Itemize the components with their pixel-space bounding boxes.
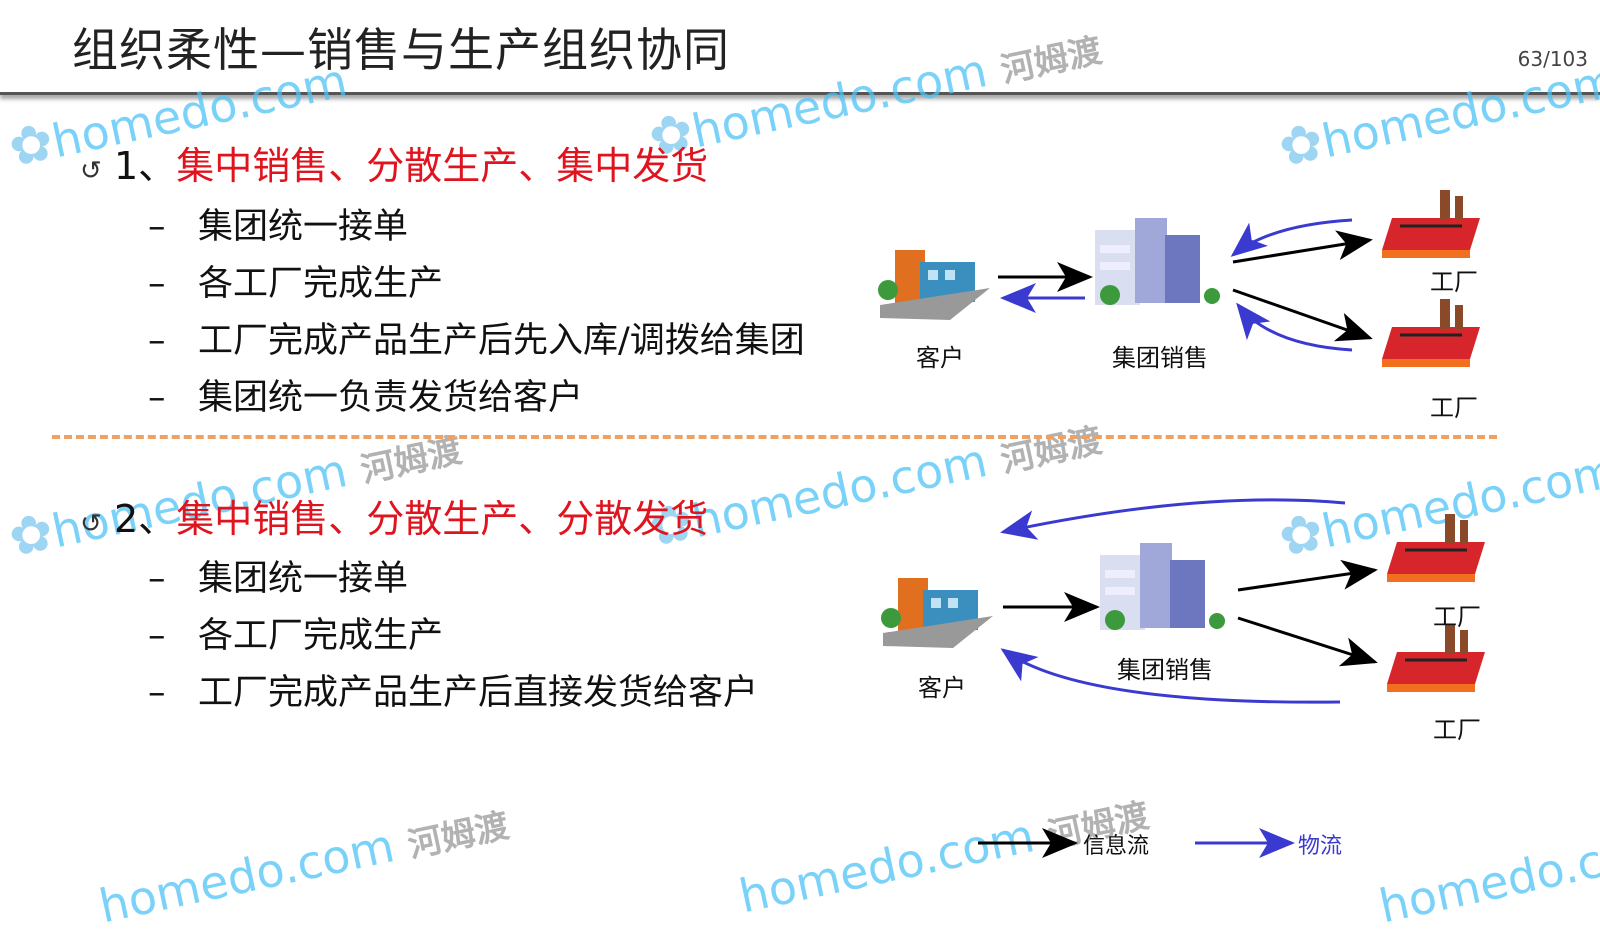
factory-icon — [1382, 299, 1480, 367]
page-number: 63/103 — [1517, 47, 1588, 71]
group-sales-building-icon — [1100, 543, 1225, 630]
section-1-item: –集团统一负责发货给客户 — [148, 378, 584, 418]
section-1-item: –工厂完成产品生产后先入库/调拨给集团 — [148, 321, 805, 361]
group-sales-label: 集团销售 — [1112, 344, 1208, 372]
factory-label: 工厂 — [1430, 394, 1478, 422]
slide-header: 组织柔性—销售与生产组织协同 63/103 — [0, 0, 1600, 95]
customer-building-icon — [881, 578, 993, 648]
customer-label: 客户 — [916, 344, 964, 372]
group-sales-label: 集团销售 — [1117, 656, 1213, 684]
section-1-item: –各工厂完成生产 — [148, 264, 444, 304]
factory-label: 工厂 — [1433, 716, 1481, 744]
group-sales-building-icon — [1095, 218, 1220, 305]
slide-title: 组织柔性—销售与生产组织协同 — [72, 23, 730, 77]
legend-info-flow: 信息流 — [1083, 834, 1150, 859]
section-1-heading: ↺1、集中销售、分散生产、集中发货 — [80, 144, 709, 188]
watermark: ✿homedo.com 河姆渡 — [643, 420, 1106, 560]
customer-building-icon — [878, 250, 990, 320]
bullet-swirl-icon: ↺ — [80, 156, 102, 186]
factory-icon — [1387, 624, 1485, 692]
customer-label: 客户 — [918, 674, 966, 702]
watermark: homedo.com 河姆渡 — [94, 805, 513, 933]
factory-label: 工厂 — [1433, 603, 1481, 631]
factory-icon — [1382, 190, 1480, 258]
section-2-item: –集团统一接单 — [148, 559, 409, 599]
bullet-swirl-icon: ↺ — [80, 509, 102, 539]
section-2-heading: ↺2、集中销售、分散生产、分散发货 — [80, 497, 709, 541]
section-2-item: –各工厂完成生产 — [148, 616, 444, 656]
section-1-item: –集团统一接单 — [148, 207, 409, 247]
watermark: ✿homedo.com — [1273, 443, 1600, 570]
legend-logistics: 物流 — [1298, 834, 1343, 859]
factory-label: 工厂 — [1430, 268, 1478, 296]
section-divider — [52, 435, 1497, 439]
section-2-item: –工厂完成产品生产后直接发货给客户 — [148, 673, 759, 713]
watermark: homedo.com — [1374, 818, 1600, 933]
